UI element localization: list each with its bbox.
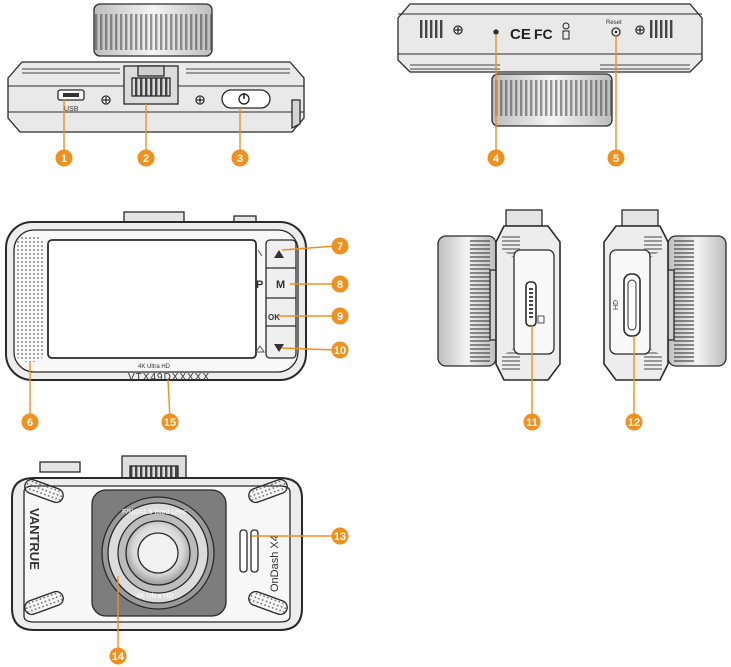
- serial-number: VTX49DXXXXX: [128, 372, 210, 383]
- m-button-label[interactable]: M: [276, 279, 285, 291]
- mic-mute-icon: [257, 249, 263, 257]
- leaders-view-f: [117, 535, 336, 654]
- callout-number-7: 7: [337, 241, 343, 253]
- callout-number-2: 2: [143, 153, 149, 165]
- callout-badge-3: [231, 149, 249, 167]
- lcd-screen: [47, 239, 257, 359]
- callout-number-6: 6: [27, 417, 33, 429]
- brand-logo: VANTRUE: [27, 508, 42, 570]
- callout-badge-5: [607, 149, 625, 167]
- hdmi-label: HD: [613, 300, 620, 310]
- view-bottom-edge: [397, 3, 703, 127]
- callout-badge-7: [331, 237, 349, 255]
- hdmi-port: [623, 273, 641, 337]
- callout-badge-8: [331, 275, 349, 293]
- power-button: [221, 89, 271, 109]
- callout-number-1: 1: [61, 153, 67, 165]
- callout-badge-12: [625, 413, 643, 431]
- up-arrow-icon: [274, 250, 284, 258]
- recycle-icon: [562, 22, 570, 30]
- mount-stub-right: [621, 209, 659, 227]
- callout-number-8: 8: [337, 279, 343, 291]
- mount-stub-left: [505, 209, 543, 227]
- callout-badge-15: [161, 413, 179, 431]
- view-side-left: [437, 209, 561, 381]
- vent-right: [650, 20, 674, 38]
- vent-left: [420, 20, 444, 38]
- callout-number-9: 9: [337, 311, 343, 323]
- callout-badge-2: [137, 149, 155, 167]
- indicator-triangle-icon: [255, 345, 265, 353]
- reset-label: Reset: [606, 20, 622, 26]
- fc-mark-icon: FC: [534, 26, 553, 42]
- microphone-icon: [493, 29, 499, 35]
- camera-body-bottom: [397, 3, 703, 73]
- ok-button-label[interactable]: OK: [268, 313, 280, 322]
- callout-badge-6: [21, 413, 39, 431]
- down-arrow-icon: [274, 344, 284, 352]
- callout-number-3: 3: [237, 153, 243, 165]
- callout-number-5: 5: [613, 153, 619, 165]
- view-front-lens: [11, 455, 303, 631]
- callout-badge-9: [331, 307, 349, 325]
- callout-number-11: 11: [526, 417, 538, 429]
- callout-number-15: 15: [164, 417, 176, 429]
- vent-bottom-right: [248, 590, 288, 616]
- callout-number-4: 4: [493, 153, 500, 165]
- leaders-view-c: [29, 245, 337, 421]
- view-top-edge: [7, 3, 305, 133]
- ce-mark-icon: CE: [510, 26, 531, 43]
- view-rear-screen: [5, 211, 307, 381]
- screen-ultra-hd-label: 4K Ultra HD: [138, 364, 171, 370]
- vent-bottom-left: [24, 590, 64, 616]
- usb-label: USB: [64, 106, 79, 113]
- callout-number-10: 10: [334, 345, 346, 357]
- certification-marks: CE FC: [510, 22, 570, 43]
- callout-number-14: 14: [112, 651, 125, 663]
- callout-badge-4: [487, 149, 505, 167]
- p-button-label[interactable]: P: [256, 279, 263, 291]
- callout-badge-13: [331, 527, 349, 545]
- callout-number-13: 13: [334, 531, 346, 543]
- callout-number-12: 12: [628, 417, 640, 429]
- speaker-grille: [16, 236, 44, 362]
- leaders-view-b: [495, 34, 617, 152]
- view-side-right: [603, 209, 727, 381]
- vent-top-right: [248, 478, 288, 504]
- model-name: OnDash X4: [269, 535, 281, 592]
- indicator-slot: [239, 529, 248, 573]
- lens-spec-top: F/NO=1.8 fixed Lens: [122, 509, 187, 516]
- callout-badge-10: [331, 341, 349, 359]
- callout-badge-1: [55, 149, 73, 167]
- callout-badge-14: [109, 647, 127, 665]
- weee-icon: [562, 30, 570, 40]
- leaders-view-a: [63, 100, 241, 152]
- sd-card-icon: [537, 315, 545, 324]
- vent-top-left: [24, 478, 64, 504]
- lens-spec-bottom: 4K Ultra HD: [136, 593, 173, 600]
- callout-badge-11: [523, 413, 541, 431]
